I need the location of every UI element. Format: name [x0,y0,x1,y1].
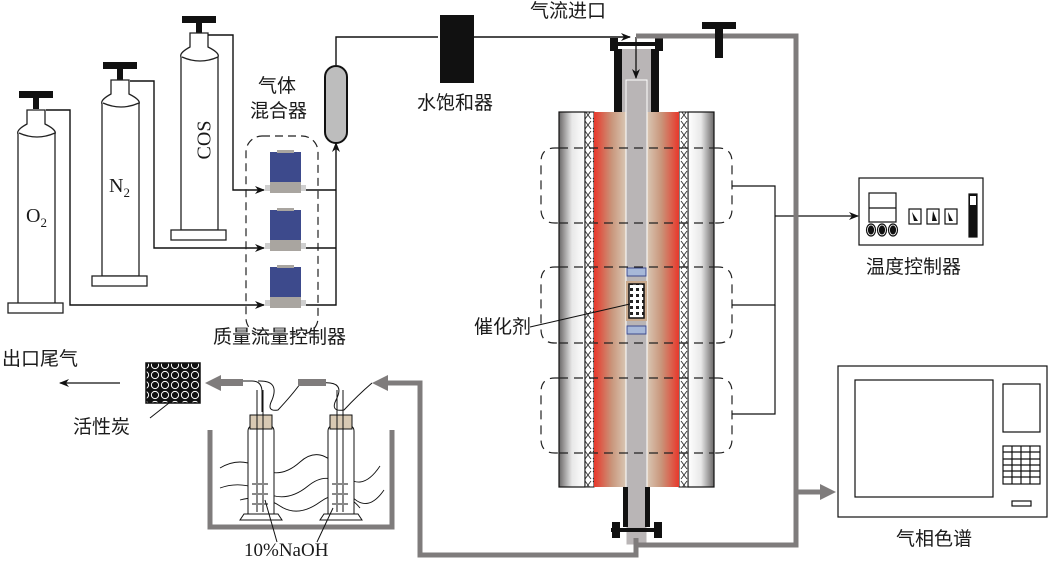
pipe-arrow-to-scrubber [372,375,388,391]
gc-screen [854,379,994,498]
catalyst-holder-bottom [626,325,647,335]
gas-mixer-label-line1: 气体 [258,75,297,97]
cylinder-cos [170,16,227,241]
outlet-tail-gas-label: 出口尾气 [2,348,79,370]
scrubber-bath [207,430,395,530]
controller-knobs [865,223,899,237]
valve-handle-icon [19,91,53,98]
cylinder-o2 [7,91,64,314]
valve-handle-icon [182,16,216,23]
mfc-group-outline [245,135,319,335]
temperature-controller [858,177,984,246]
n2-line [130,80,265,252]
scrubber-tubing [243,380,373,412]
gas-chromatograph [837,365,1048,518]
outlet-pipe [382,380,639,558]
water-saturator [440,15,474,83]
catalyst-holder-top [626,267,647,277]
mass-flow-controller-2 [265,208,306,251]
gas-inlet-label: 气流进口 [530,0,607,22]
water-saturator-label: 水饱和器 [417,92,494,114]
valve-handle-icon [103,62,137,69]
pipe-arrow-to-gc [820,484,836,500]
temp-control-wiring [732,185,859,415]
gas-chromatograph-label: 气相色谱 [896,528,973,550]
cylinder-cos-label: COS [193,120,216,160]
gas-mixer [324,65,348,144]
connector-tube [298,379,326,386]
scrubber-bottle-1 [239,390,283,521]
pipe-arrow-to-carbon [205,375,221,391]
cylinder-n2 [91,62,148,287]
cos-line [208,34,265,194]
feed-lines [46,33,631,309]
gc-keypad [1002,445,1041,485]
bypass-valve-icon [702,22,736,58]
naoh-label: 10%NaOH [244,540,329,561]
mfc-to-mixer-line [306,143,336,306]
gas-mixer-label-line2: 混合器 [250,100,308,122]
o2-line [46,109,265,309]
temperature-controller-label: 温度控制器 [866,256,962,278]
activated-carbon-label: 活性炭 [73,416,131,438]
activated-carbon [145,362,201,404]
cylinder-n2-label: N2 [109,175,130,200]
catalyst-label: 催化剂 [474,316,532,338]
mass-flow-controller-3 [265,265,306,308]
mass-flow-controller-1 [265,150,306,193]
tube-furnace [529,37,733,546]
mass-flow-controller-label: 质量流量控制器 [213,326,347,348]
cylinder-o2-label: O2 [26,205,47,230]
mixer-to-saturator-line [335,36,438,65]
